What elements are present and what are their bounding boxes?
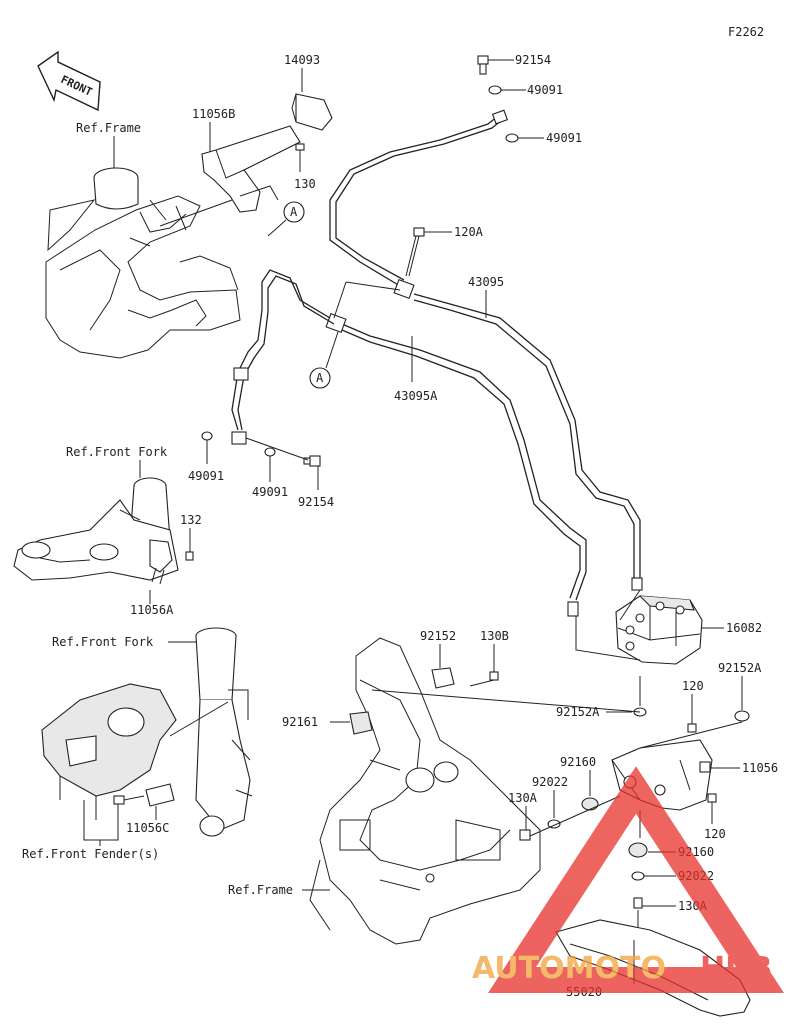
part-92152A-left: 92152A	[556, 705, 600, 719]
part-49091-top1: 49091	[527, 83, 563, 97]
front-arrow-icon: FRONT	[37, 50, 101, 112]
part-130: 130	[294, 177, 316, 191]
callout-a-top: A	[290, 205, 298, 219]
washer-49091-top2	[505, 133, 519, 143]
part-14093: 14093	[284, 53, 320, 67]
automotohub-logo: AUTOMOTO HUB	[472, 766, 785, 993]
bolt-fender	[113, 795, 145, 805]
part-11056C: 11056C	[126, 821, 169, 835]
part-11056A: 11056A	[130, 603, 174, 617]
part-92154-top: 92154	[515, 53, 551, 67]
part-16082: 16082	[726, 621, 762, 635]
frame-head-sketch	[45, 167, 241, 359]
part-92160-a: 92160	[560, 755, 596, 769]
ref-front-fenders: Ref.Front Fender(s)	[22, 847, 159, 861]
part-92154-left: 92154	[298, 495, 334, 509]
part-130B: 130B	[480, 629, 509, 643]
part-120-b: 120	[704, 827, 726, 841]
washer-49091-left1	[201, 431, 213, 441]
washer-49091-left2	[264, 447, 276, 457]
damper-92160-b	[628, 842, 648, 858]
part-92161: 92161	[282, 715, 318, 729]
part-49091-left1: 49091	[188, 469, 224, 483]
abs-unit-16082	[615, 595, 703, 665]
ref-frame-top: Ref.Frame	[76, 121, 141, 135]
bolt-92154-left	[303, 455, 321, 467]
part-130A-a: 130A	[508, 791, 538, 805]
bolt-92154-top	[477, 55, 489, 75]
part-120A: 120A	[454, 225, 484, 239]
grommet-92161	[349, 711, 373, 735]
diagram-id: F2262	[728, 25, 764, 39]
frame-bottom-sketch	[309, 637, 541, 945]
logo-text-left: AUTOMOTO	[472, 951, 666, 986]
front-fork-mid-sketch	[195, 627, 253, 837]
part-120-a: 120	[682, 679, 704, 693]
part-92152: 92152	[420, 629, 456, 643]
washer-92022-b	[631, 871, 645, 881]
part-11056B: 11056B	[192, 107, 235, 121]
damper-92160-a	[581, 797, 599, 811]
logo-text-right: HUB	[700, 951, 772, 986]
part-132: 132	[180, 513, 202, 527]
washer-92022-a	[547, 819, 561, 829]
ref-front-fork-mid: Ref.Front Fork	[52, 635, 154, 649]
part-11056: 11056	[742, 761, 778, 775]
bolt-130	[295, 143, 305, 172]
part-43095A: 43095A	[394, 389, 438, 403]
part-92152A-right: 92152A	[718, 661, 762, 675]
washer-49091-top1	[488, 85, 502, 95]
part-92022-a: 92022	[532, 775, 568, 789]
grommet-92152A-r	[734, 710, 750, 722]
part-49091-left2: 49091	[252, 485, 288, 499]
front-fork-upper-sketch	[13, 477, 179, 581]
ref-frame-bottom: Ref.Frame	[228, 883, 293, 897]
callout-a-bottom: A	[316, 371, 324, 385]
part-43095: 43095	[468, 275, 504, 289]
part-49091-top2: 49091	[546, 131, 582, 145]
front-fender-sketch	[41, 683, 177, 820]
bolt-120A	[405, 227, 425, 277]
ref-front-fork-top: Ref.Front Fork	[66, 445, 168, 459]
